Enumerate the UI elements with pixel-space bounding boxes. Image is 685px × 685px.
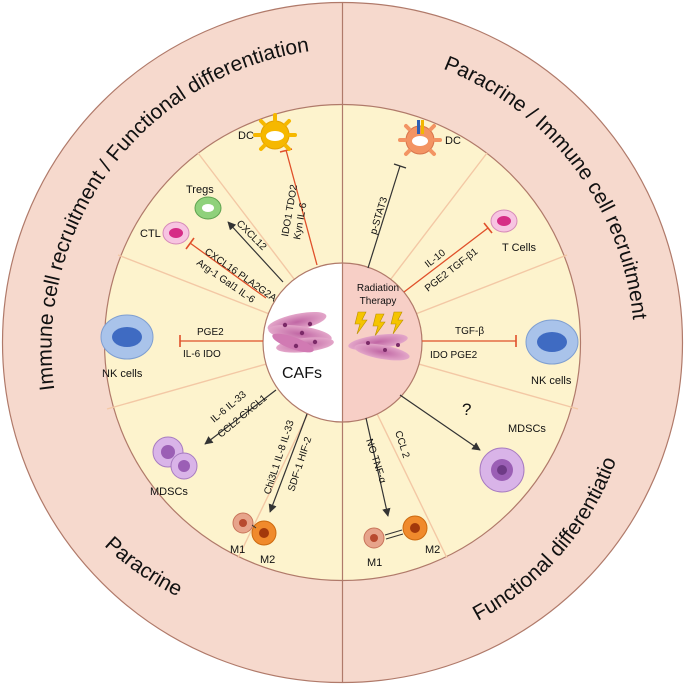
- dc-left-label: DC: [238, 130, 254, 142]
- ctl-cell-icon: [162, 221, 190, 245]
- nk-right-factors-b: IDO PGE2: [430, 350, 478, 361]
- mdsc-cell-icon: [479, 447, 525, 493]
- t-cell-icon: [490, 209, 518, 233]
- radiation-bolt-icon: [354, 311, 404, 337]
- nk-left-label: NK cells: [102, 368, 143, 380]
- macrophage-m2-icon: [402, 515, 428, 541]
- dc-cell-icon: [398, 120, 442, 156]
- m1-right-label: M1: [367, 557, 382, 569]
- nk-left-factors-a: PGE2: [197, 327, 224, 338]
- caf-fibroblast-icon: [267, 311, 334, 353]
- macrophage-m1-icon: [232, 512, 254, 534]
- nk-right-factors-a: TGF-β: [455, 326, 484, 337]
- dc-cell-icon: [253, 113, 297, 151]
- m2-left-label: M2: [260, 554, 275, 566]
- nk-cell-icon: [100, 314, 154, 360]
- mdscs-right-question: ?: [462, 400, 471, 419]
- caf-label: CAFs: [282, 365, 322, 382]
- dc-right-label: DC: [445, 135, 461, 147]
- radiation-label-line2: Therapy: [360, 296, 397, 307]
- tregs-label: Tregs: [186, 184, 214, 196]
- ctl-label: CTL: [140, 228, 161, 240]
- mdscs-left-label: MDSCs: [150, 486, 188, 498]
- m2-right-label: M2: [425, 544, 440, 556]
- mdsc-cell-icon: [152, 436, 198, 480]
- mdscs-right-label: MDSCs: [508, 423, 546, 435]
- nk-right-label: NK cells: [531, 375, 572, 387]
- radiation-label-line1: Radiation: [357, 283, 399, 294]
- macrophage-m1-icon: [363, 527, 385, 549]
- macrophage-m2-icon: [251, 520, 277, 546]
- radiated-caf-icon: [348, 333, 410, 361]
- nk-cell-icon: [525, 319, 579, 365]
- m1-left-label: M1: [230, 544, 245, 556]
- treg-cell-icon: [194, 196, 222, 220]
- nk-left-factors-b: IL-6 IDO: [183, 349, 221, 360]
- tcells-label: T Cells: [502, 242, 537, 254]
